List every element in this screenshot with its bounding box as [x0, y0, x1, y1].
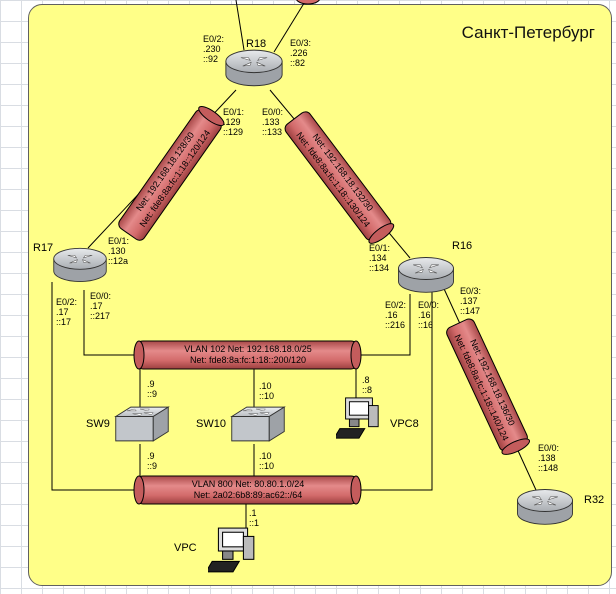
vlan102-tube: VLAN 102 Net: 192.168.18.0/25 Net: fde8:…: [133, 340, 362, 370]
if-r16-e00: E0/0: .16 ::16: [418, 300, 440, 330]
router-r17[interactable]: [53, 247, 107, 282]
if-r17-e00: E0/0: .17 ::217: [90, 291, 112, 321]
if-vpc8: .8 ::8: [362, 375, 373, 395]
if-sw10-up: .10 ::10: [259, 381, 275, 401]
vlan800-line1: VLAN 800 Net: 80.80.1.0/24: [192, 479, 305, 489]
vlan800-line2: Net: 2a02:6b8:89:ac62::/64: [194, 490, 303, 500]
label-r18: R18: [246, 38, 267, 50]
if-r18-e01: E0/1: .129 ::129: [223, 107, 245, 137]
vlan102-line2: Net: fde8:8a:fc:1:18::200/120: [190, 355, 306, 365]
if-r17-e02: E0/2: .17 ::17: [56, 297, 78, 327]
link-r16-vlan800: [356, 292, 433, 491]
pc-vpc8[interactable]: [334, 397, 379, 439]
router-r32[interactable]: [517, 489, 573, 525]
vlan800-tube: VLAN 800 Net: 80.80.1.0/24 Net: 2a02:6b8…: [133, 475, 362, 505]
if-r16-e03: E0/3: .137 ::147: [460, 286, 482, 316]
if-sw10-down: .10 ::10: [259, 451, 275, 471]
link-r17-vlan800: [51, 282, 136, 491]
if-sw9-up: .9 ::9: [147, 379, 158, 399]
link-r18-up-left: [235, 0, 245, 51]
label-r32: R32: [584, 494, 605, 506]
if-r18-e03: E0/3: .226 ::82: [290, 38, 312, 68]
label-r17: R17: [33, 242, 54, 254]
label-vpc8: VPC8: [390, 418, 419, 430]
pc-vpc[interactable]: [206, 527, 255, 573]
router-r16[interactable]: [398, 257, 454, 293]
net-tube-r18-r17: Net: 192.168.18.128/30 Net: fde8:8a:fc:1…: [118, 105, 225, 241]
if-r32-e00: E0/0: .138 ::148: [538, 443, 560, 473]
link-r17-vlan102: [83, 290, 136, 356]
if-r17-e01: E0/1: .130 ::12a: [108, 236, 130, 266]
label-vpc: VPC: [174, 542, 197, 554]
if-r16-e02: E0/2: .16 ::216: [385, 300, 407, 330]
if-r18-e00: E0/0: .133 ::133: [262, 107, 284, 137]
region-title: Санкт-Петербург: [461, 23, 595, 42]
label-sw10: SW10: [196, 418, 226, 430]
link-r18-up-right: [273, 0, 307, 53]
switch-sw9[interactable]: [115, 406, 169, 442]
if-r18-e02: E0/2: .230 ::92: [203, 34, 225, 64]
net-tube-r18-r16: Net: 192.168.18.132/30 Net: fde8:8a:fc:1…: [284, 111, 395, 244]
if-sw9-down: .9 ::9: [147, 451, 158, 471]
if-r16-e01: E0/1: .134 ::134: [369, 243, 391, 273]
vlan102-line1: VLAN 102 Net: 192.168.18.0/25: [184, 344, 312, 354]
switch-sw10[interactable]: [231, 406, 285, 442]
link-r16-vlan102: [356, 294, 411, 356]
label-r16: R16: [452, 240, 473, 252]
offscreen-device: [296, 0, 320, 5]
if-vpc: .1 ::1: [249, 508, 260, 528]
router-r18[interactable]: [225, 49, 283, 87]
net-tube-r16-r32: Net: 192.168.18.136/30 Net: fde8:8a:fc:1…: [446, 318, 530, 455]
label-sw9: SW9: [86, 418, 110, 430]
